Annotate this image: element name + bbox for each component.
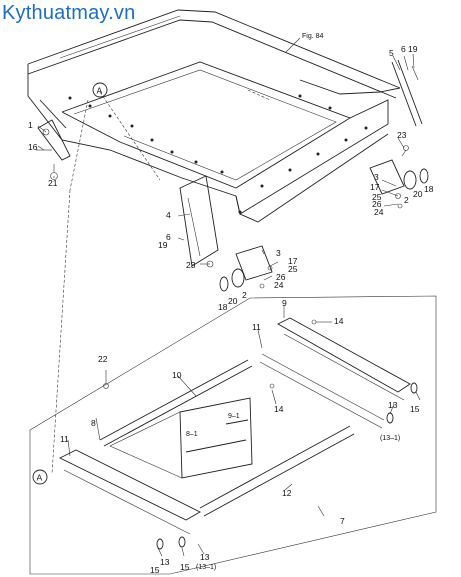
watermark: Kythuatmay.vn <box>2 2 136 24</box>
callout-11: 11 <box>252 322 261 332</box>
reference-lines <box>51 89 271 475</box>
callout-11: 11 <box>60 434 69 444</box>
callout-2: 2 <box>404 195 409 205</box>
callout-4: 4 <box>166 210 171 220</box>
callout-10: 10 <box>172 370 182 380</box>
callout-24: 24 <box>274 280 284 290</box>
callout-6: 6 <box>166 232 171 242</box>
callout-5: 5 <box>389 48 394 58</box>
callout-17: 17 <box>370 182 380 192</box>
callout-8: 8 <box>91 418 96 428</box>
callout-6: 6 <box>401 44 406 54</box>
callout-labels: 1 16 21 5 6 19 23 3 17 25 2 20 18 26 24 … <box>28 44 434 575</box>
callout-20: 20 <box>413 189 423 199</box>
lower-assembly <box>29 295 437 575</box>
callout-22: 22 <box>98 354 108 364</box>
callout-24: 24 <box>374 207 384 217</box>
callout-15: 15 <box>410 404 420 414</box>
callout-20: 20 <box>228 296 238 306</box>
callout-17: 17 <box>288 256 298 266</box>
callout-9-1: 9–1 <box>228 413 240 420</box>
callout-8-1: 8–1 <box>186 431 198 438</box>
callout-23: 23 <box>186 260 196 270</box>
callout-13: 13 <box>160 557 170 567</box>
callout-21: 21 <box>48 178 58 188</box>
right-roller-group-upper <box>369 145 429 209</box>
callout-14: 14 <box>274 404 284 414</box>
ref-a-label: A <box>97 86 103 96</box>
ref-circle-a-bottom: A <box>32 469 48 485</box>
callout-16: 16 <box>28 142 38 152</box>
callout-13: 13 <box>388 400 398 410</box>
callout-23: 23 <box>397 130 407 140</box>
callout-15: 15 <box>150 565 160 575</box>
callout-13-1: (13–1) <box>196 564 216 571</box>
ref-circle-a-top: A <box>92 82 108 98</box>
leader-lines-lower <box>67 306 421 557</box>
callout-12: 12 <box>282 488 292 498</box>
callout-13-1: (13–1) <box>380 435 400 442</box>
callout-14: 14 <box>334 316 344 326</box>
ref-a-label: A <box>37 473 43 483</box>
callout-7: 7 <box>340 516 345 526</box>
callout-15: 15 <box>180 562 190 572</box>
callout-19: 19 <box>408 44 418 54</box>
upper-frame <box>27 9 423 267</box>
callout-18: 18 <box>424 184 434 194</box>
callout-26: 26 <box>372 199 382 209</box>
callout-9: 9 <box>282 298 287 308</box>
callout-19: 19 <box>158 240 168 250</box>
callout-25: 25 <box>372 192 382 202</box>
callout-18: 18 <box>218 302 228 312</box>
callout-25: 25 <box>288 264 298 274</box>
callout-3: 3 <box>374 172 379 182</box>
figure-reference: Fig. 84 <box>302 33 324 40</box>
callout-2: 2 <box>242 290 247 300</box>
leader-lines-upper <box>37 37 415 281</box>
center-roller-group <box>206 245 273 292</box>
callout-26: 26 <box>276 272 286 282</box>
callout-1: 1 <box>28 120 33 130</box>
callout-3: 3 <box>276 248 281 258</box>
callout-13: 13 <box>200 552 210 562</box>
